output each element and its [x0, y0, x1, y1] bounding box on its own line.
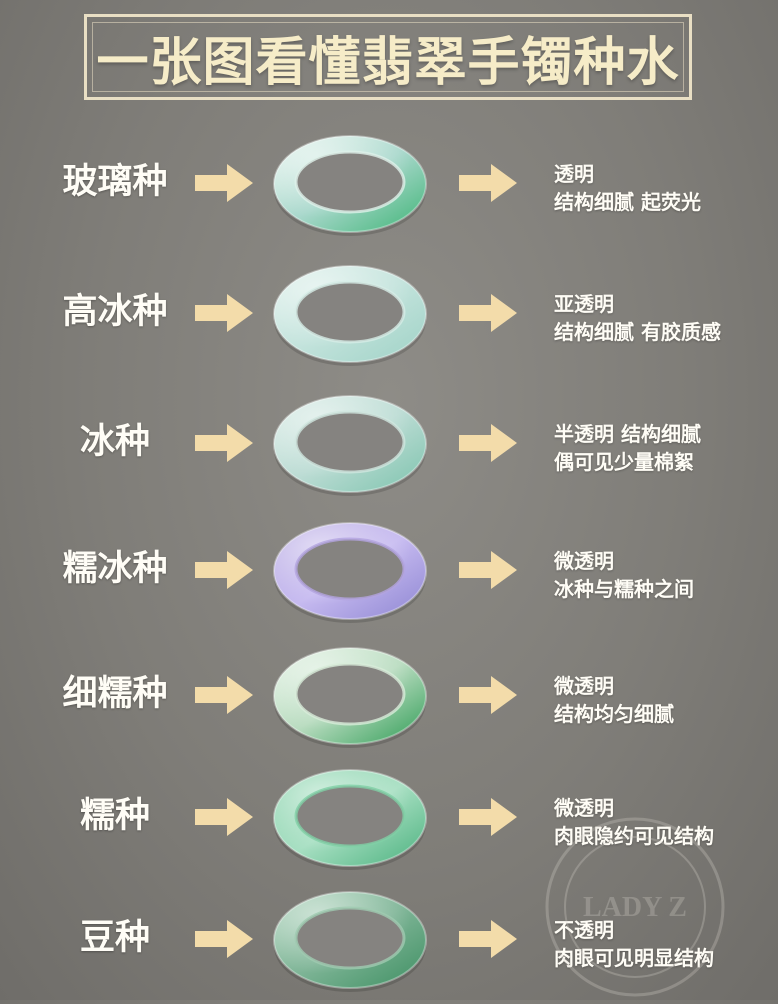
arrow-right-icon [195, 164, 253, 202]
jade-grade-row: 糯冰种 微透明 冰种与糯种之间 [0, 515, 778, 635]
jade-grade-row: 细糯种 微透明 结构均匀细腻 [0, 640, 778, 760]
grade-description-line1: 亚透明 [554, 292, 614, 316]
arrow-right-icon [459, 920, 517, 958]
grade-description: 微透明 肉眼隐约可见结构 [554, 794, 774, 850]
grade-description-line2: 结构细腻 有胶质感 [554, 320, 721, 344]
grade-name: 豆种 [79, 918, 150, 958]
arrow-right-icon [459, 676, 517, 714]
grade-description-line2: 肉眼隐约可见结构 [554, 824, 714, 848]
grade-name: 糯冰种 [62, 549, 168, 589]
arrow-right-icon [195, 551, 253, 589]
jade-bangle-image [273, 522, 427, 623]
arrow-right-icon [459, 424, 517, 462]
jade-grade-row: 玻璃种 透明 结构细腻 起荧光 [0, 128, 778, 248]
grade-description: 半透明 结构细腻 偶可见少量棉絮 [554, 420, 774, 476]
title-frame: 一张图看懂翡翠手镯种水 [84, 14, 692, 100]
jade-bangle-image [273, 395, 427, 496]
grade-description: 亚透明 结构细腻 有胶质感 [554, 290, 774, 346]
jade-grade-row: 高冰种 亚透明 结构细腻 有胶质感 [0, 258, 778, 378]
grade-description: 微透明 结构均匀细腻 [554, 672, 774, 728]
jade-bangle-image [273, 769, 427, 870]
arrow-right-icon [459, 551, 517, 589]
arrow-right-icon [195, 424, 253, 462]
grade-description-line2: 结构均匀细腻 [554, 702, 674, 726]
grade-name: 细糯种 [62, 674, 168, 714]
jade-bangle-image [273, 135, 427, 236]
grade-description-line1: 微透明 [554, 674, 614, 698]
arrow-right-icon [459, 798, 517, 836]
grade-description: 微透明 冰种与糯种之间 [554, 547, 774, 603]
jade-grade-row: 糯种 微透明 肉眼隐约可见结构 [0, 762, 778, 882]
arrow-right-icon [459, 294, 517, 332]
grade-description-line1: 不透明 [554, 918, 614, 942]
jade-grade-row: 豆种 不透明 肉眼可见明显结构 [0, 884, 778, 1004]
arrow-right-icon [459, 164, 517, 202]
grade-description-line1: 微透明 [554, 549, 614, 573]
jade-bangle-image [273, 265, 427, 366]
grade-name: 糯种 [79, 796, 150, 836]
grade-description-line1: 半透明 结构细腻 [554, 422, 701, 446]
jade-grade-row: 冰种 半透明 结构细腻 偶可见少量棉絮 [0, 388, 778, 508]
grade-description-line2: 偶可见少量棉絮 [554, 450, 694, 474]
grade-description-line1: 透明 [554, 162, 594, 186]
grade-description: 不透明 肉眼可见明显结构 [554, 916, 774, 972]
jade-bangle-image [273, 891, 427, 992]
grade-description-line2: 冰种与糯种之间 [554, 577, 694, 601]
grade-description-line2: 结构细腻 起荧光 [554, 190, 701, 214]
watermark-text: LADY Z [583, 892, 687, 923]
arrow-right-icon [195, 676, 253, 714]
arrow-right-icon [195, 920, 253, 958]
grade-description-line2: 肉眼可见明显结构 [554, 946, 714, 970]
jade-bangle-image [273, 647, 427, 748]
grade-description-line1: 微透明 [554, 796, 614, 820]
grade-description: 透明 结构细腻 起荧光 [554, 160, 774, 216]
grade-name: 玻璃种 [62, 162, 168, 202]
watermark-seal: LADY Z [545, 817, 725, 997]
arrow-right-icon [195, 294, 253, 332]
arrow-right-icon [195, 798, 253, 836]
grade-name: 冰种 [79, 422, 150, 462]
grade-name: 高冰种 [62, 292, 168, 332]
page-title: 一张图看懂翡翠手镯种水 [96, 32, 680, 93]
